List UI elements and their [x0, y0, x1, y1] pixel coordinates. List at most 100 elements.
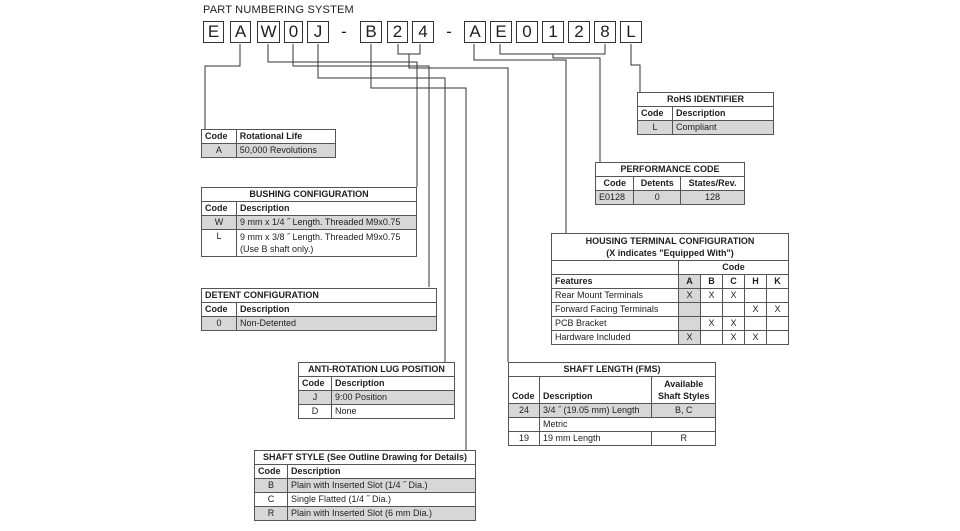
table-caption: BUSHING CONFIGURATION	[201, 187, 417, 202]
header-cell: Code	[508, 376, 540, 404]
blank-cell	[551, 260, 679, 275]
header-cell: Available Shaft Styles	[651, 376, 716, 404]
mark-cell: X	[722, 316, 745, 331]
part-separator: -	[446, 22, 452, 41]
part-char-box: 0	[516, 21, 538, 43]
header-cell: Code	[254, 464, 288, 479]
mark-cell	[678, 316, 701, 331]
description-note: (Use B shaft only.)	[240, 244, 314, 254]
header-cell: Code	[637, 106, 673, 121]
header-line: Available	[664, 379, 704, 389]
mark-cell	[744, 288, 767, 303]
mark-cell	[700, 330, 723, 345]
caption-line: (X indicates "Equipped With")	[606, 248, 734, 258]
code-cell: R	[254, 506, 288, 521]
code-cell: A	[201, 143, 237, 158]
part-char-box: 1	[542, 21, 564, 43]
description-cell: 9 mm x 3/8 ˝ Length. Threaded M9x0.75 (U…	[236, 229, 417, 257]
header-cell: Description	[287, 464, 476, 479]
header-cell: Rotational Life	[235, 129, 337, 144]
code-cell: L	[637, 120, 673, 135]
header-cell: Code	[201, 302, 237, 317]
table-caption: PERFORMANCE CODE	[595, 162, 745, 177]
code-header-cell: A	[678, 274, 701, 289]
code-group-header: Code	[678, 260, 789, 275]
header-cell: Description	[236, 201, 417, 216]
code-cell: L	[201, 229, 237, 257]
code-cell: 19	[508, 431, 540, 446]
mark-cell: X	[766, 302, 789, 317]
part-char-box: L	[620, 21, 642, 43]
mark-cell	[744, 316, 767, 331]
mark-cell	[766, 288, 789, 303]
caption-line: HOUSING TERMINAL CONFIGURATION	[585, 236, 755, 246]
header-cell: Code	[201, 201, 237, 216]
styles-cell: R	[651, 431, 716, 446]
mark-cell: X	[700, 288, 723, 303]
part-char-box: W	[257, 21, 280, 43]
leader-line	[499, 44, 606, 55]
mark-cell	[700, 302, 723, 317]
header-cell: Code	[201, 129, 237, 144]
description-line: 9 mm x 3/8 ˝ Length. Threaded M9x0.75	[240, 232, 401, 242]
header-cell: Description	[672, 106, 774, 121]
header-cell: Code	[298, 376, 332, 391]
leader-line	[370, 44, 467, 450]
part-char-box: 2	[568, 21, 590, 43]
header-line: Shaft Styles	[657, 391, 710, 401]
part-separator: -	[341, 22, 347, 41]
description-cell: 9 mm x 1/4 ˝ Length. Threaded M9x0.75	[236, 215, 417, 230]
code-cell: B	[254, 478, 288, 493]
rohs-identifier-table: RoHS IDENTIFIER Code Description L Compl…	[637, 92, 774, 135]
header-cell: Code	[594, 176, 635, 191]
shaft-style-table: SHAFT STYLE (See Outline Drawing for Det…	[254, 450, 476, 521]
table-caption: SHAFT LENGTH (FMS)	[508, 362, 716, 377]
header-cell: Features	[551, 274, 679, 289]
housing-terminal-table: HOUSING TERMINAL CONFIGURATION (X indica…	[551, 233, 789, 345]
mark-cell: X	[744, 302, 767, 317]
blank-cell	[508, 417, 540, 432]
leader-line	[630, 44, 641, 92]
bushing-configuration-table: BUSHING CONFIGURATION Code Description W…	[201, 187, 417, 257]
table-caption: ANTI-ROTATION LUG POSITION	[298, 362, 455, 377]
description-cell: 19 mm Length	[538, 431, 653, 446]
table-caption: DETENT CONFIGURATION	[201, 288, 437, 303]
code-cell: D	[298, 404, 332, 419]
code-cell: J	[298, 390, 332, 405]
description-cell: Single Flatted (1/4 ˝ Dia.)	[287, 492, 476, 507]
header-cell: Detents	[633, 176, 682, 191]
description-cell: Plain with Inserted Slot (1/4 ˝ Dia.)	[287, 478, 476, 493]
code-header-cell: H	[744, 274, 767, 289]
anti-rotation-lug-table: ANTI-ROTATION LUG POSITION Code Descript…	[298, 362, 455, 419]
mark-cell	[678, 302, 701, 317]
header-cell: Description	[538, 376, 653, 404]
part-char-box: E	[203, 21, 224, 43]
detent-configuration-table: DETENT CONFIGURATION Code Description 0 …	[201, 288, 437, 331]
leader-line	[473, 44, 567, 233]
leader-line	[204, 44, 241, 129]
feature-cell: PCB Bracket	[551, 316, 679, 331]
part-char-box: A	[464, 21, 486, 43]
mark-cell: X	[678, 288, 701, 303]
detents-cell: 0	[633, 190, 682, 205]
leader-line	[397, 44, 421, 55]
description-cell: 3/4 ˝ (19.05 mm) Length	[538, 403, 653, 418]
part-char-box: 4	[412, 21, 434, 43]
leader-line	[552, 54, 601, 162]
part-char-box: B	[360, 21, 382, 43]
diagram-title: PART NUMBERING SYSTEM	[203, 4, 354, 16]
performance-code-table: PERFORMANCE CODE Code Detents States/Rev…	[594, 162, 745, 205]
code-header-cell: B	[700, 274, 723, 289]
code-cell: 0	[201, 316, 237, 331]
code-cell: C	[254, 492, 288, 507]
code-cell: E0128	[594, 190, 635, 205]
description-cell: Compliant	[672, 120, 774, 135]
description-cell: 9:00 Position	[331, 390, 455, 405]
shaft-length-table: SHAFT LENGTH (FMS) Code Description Avai…	[508, 362, 716, 446]
header-cell: Description	[236, 302, 437, 317]
table-caption: SHAFT STYLE (See Outline Drawing for Det…	[254, 450, 476, 465]
table-caption: HOUSING TERMINAL CONFIGURATION (X indica…	[551, 233, 789, 261]
part-char-box: J	[307, 21, 329, 43]
header-cell: Description	[331, 376, 455, 391]
